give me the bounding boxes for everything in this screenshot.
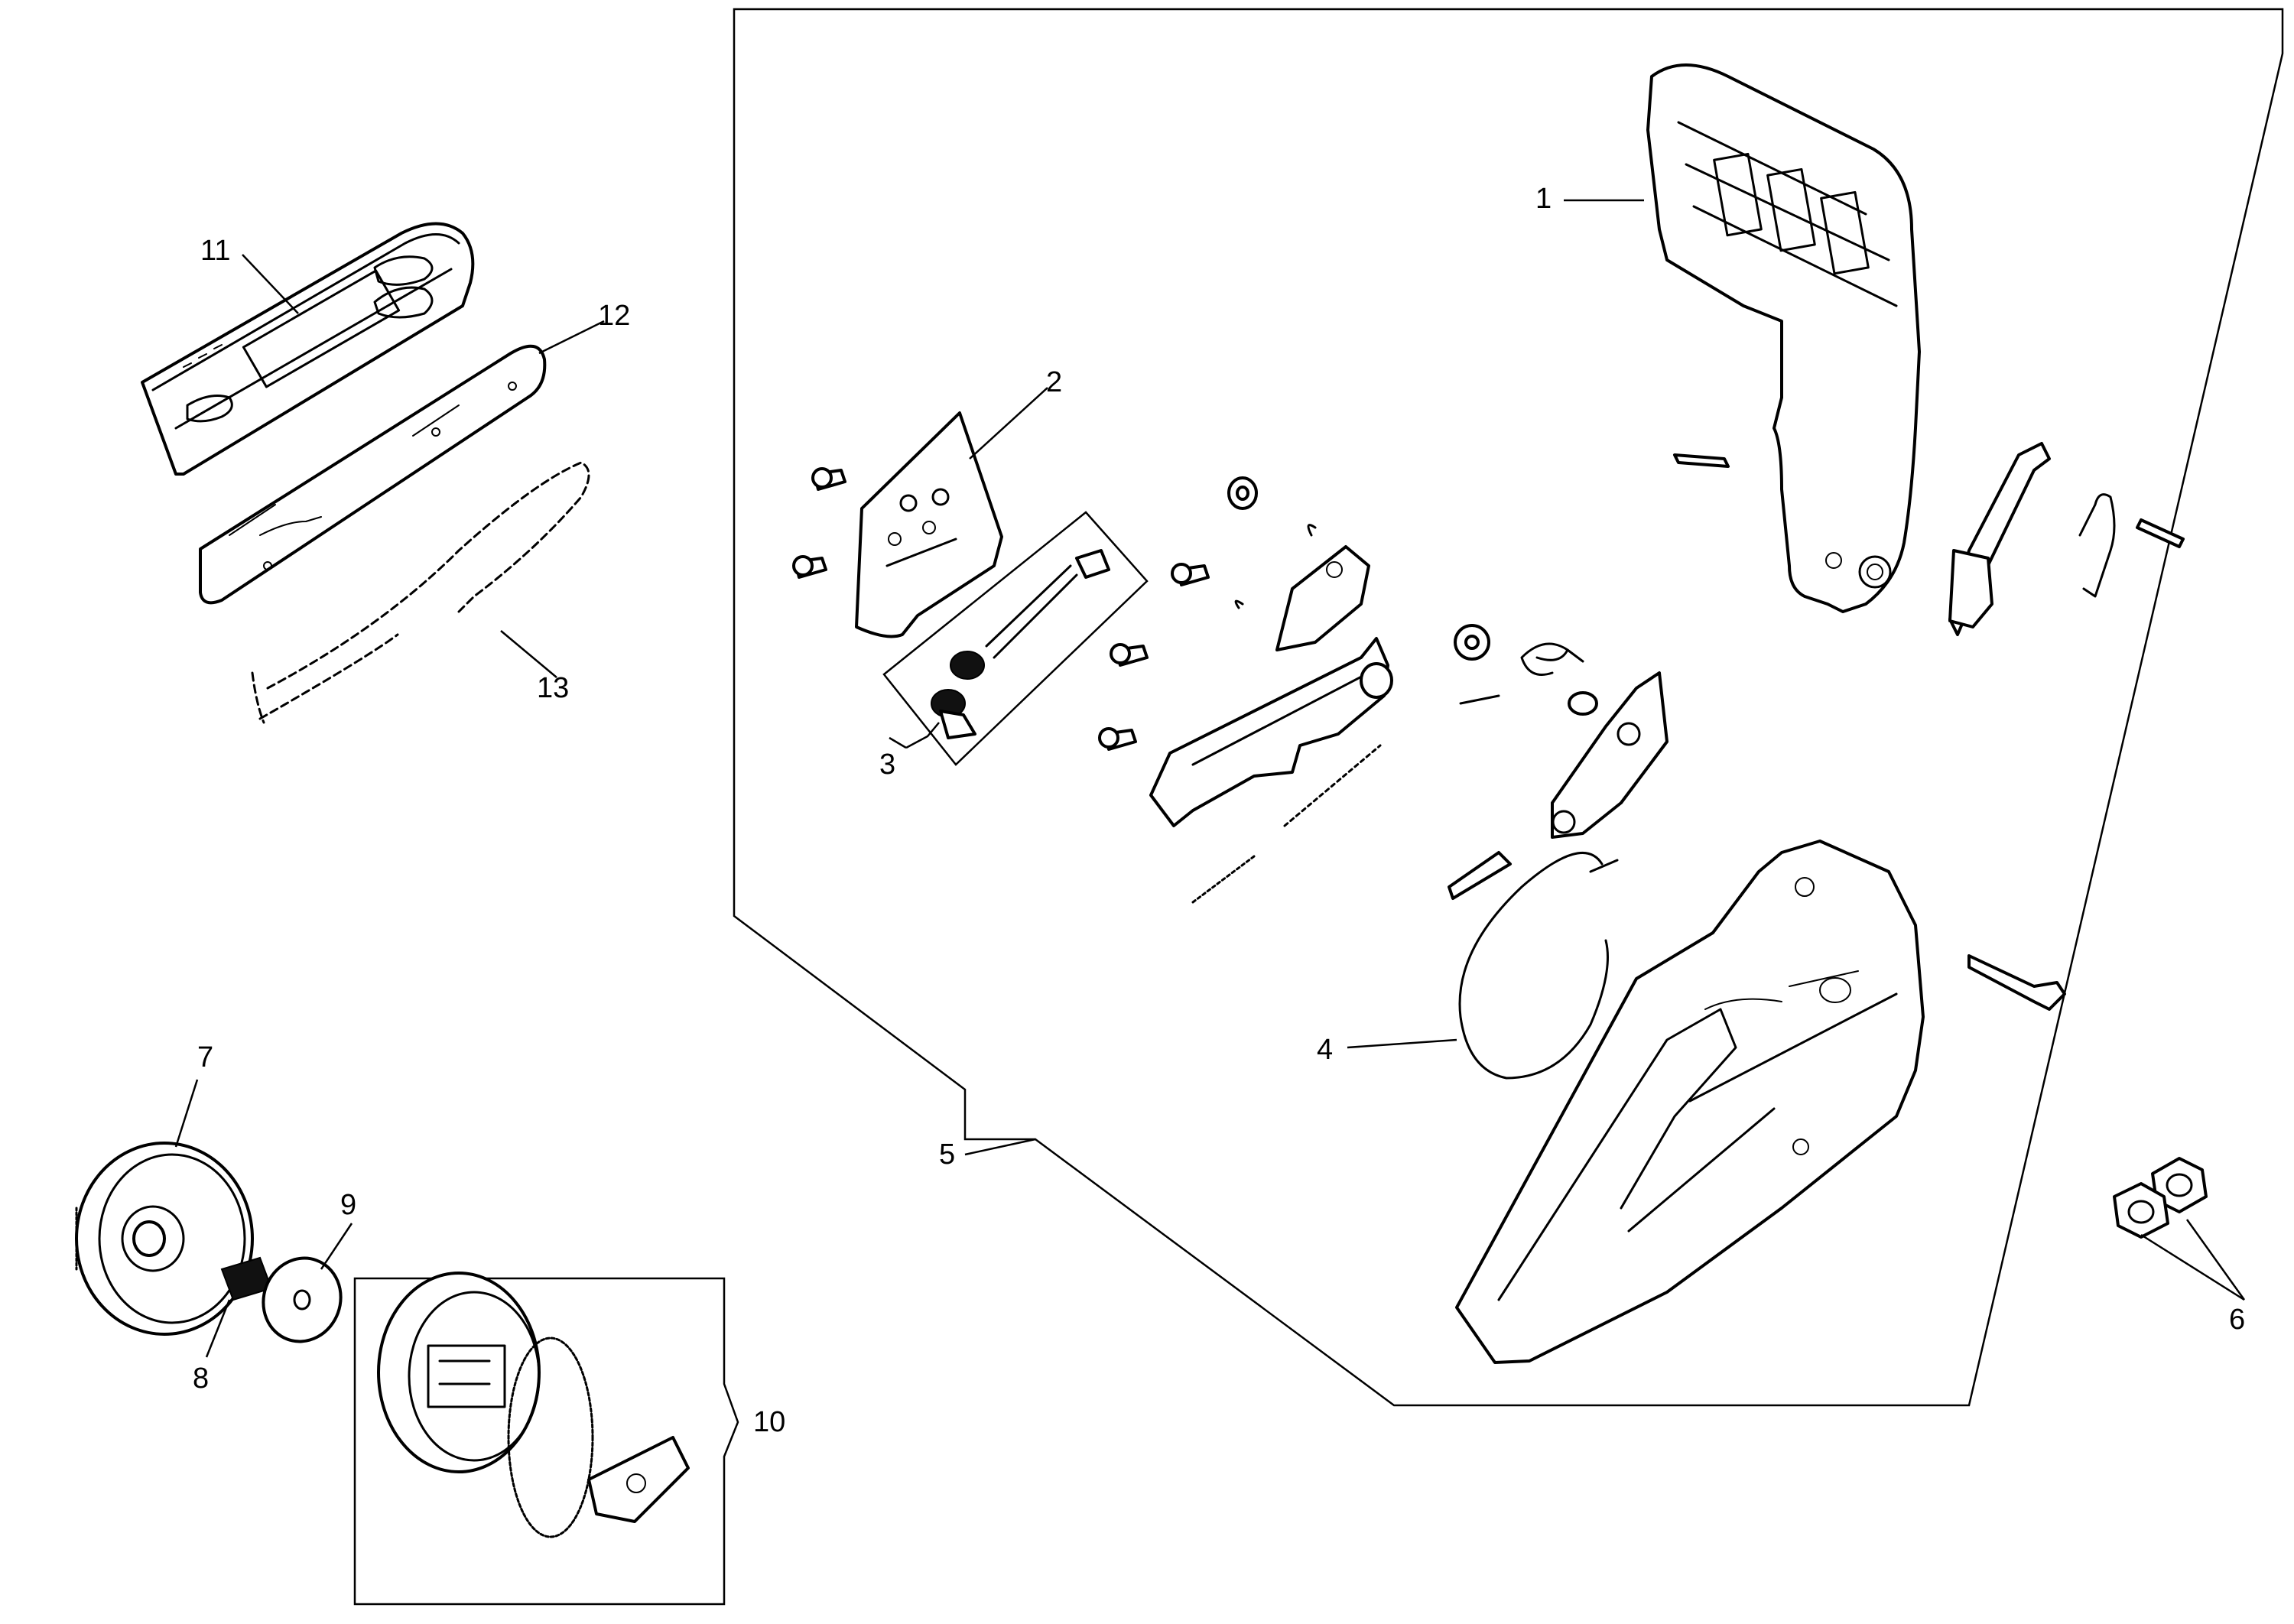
- callout-1: 1: [1535, 183, 1552, 215]
- callout-12: 12: [598, 300, 630, 332]
- latch-parts: [1673, 442, 2185, 636]
- brake-lever: [1551, 671, 1669, 839]
- part-13-saw-chain: [251, 461, 590, 724]
- part-6-nuts: [2113, 1157, 2208, 1239]
- springs: [1191, 744, 1382, 904]
- part-1-handle-guard: [1646, 63, 1921, 613]
- callout-8: 8: [193, 1363, 209, 1395]
- callout-4: 4: [1317, 1034, 1333, 1066]
- long-pin: [1967, 954, 2066, 1011]
- callout-13: 13: [537, 672, 569, 704]
- part-3-drive-shaft: [931, 549, 1110, 739]
- callout-2: 2: [1046, 366, 1062, 398]
- part-5-clutch-cover: [1455, 840, 1925, 1364]
- part-10-clutch: [377, 1272, 690, 1538]
- part-4-brake-band: [1448, 851, 1619, 1080]
- callout-5: 5: [939, 1138, 955, 1171]
- tensioner-parts: [1098, 476, 1370, 751]
- callout-6: 6: [2229, 1304, 2245, 1336]
- washer-spring: [1454, 624, 1598, 716]
- part-7-clutch-drum: [75, 1142, 254, 1336]
- assembly-10-box: [353, 1277, 739, 1606]
- assembly-5-boundary: [733, 8, 2284, 1407]
- callout-3: 3: [879, 749, 895, 781]
- callout-10: 10: [753, 1406, 785, 1438]
- part-2-guard-plate: [855, 411, 1003, 638]
- callout-11: 11: [200, 235, 230, 267]
- subassembly-3-box: [882, 511, 1149, 766]
- callout-7: 7: [197, 1041, 213, 1073]
- chain-adjuster-rail: [1149, 637, 1393, 827]
- part-12-guide-bar: [199, 344, 547, 605]
- part-9-washer: [262, 1256, 343, 1343]
- screw-set-2: [792, 467, 846, 579]
- leader-lines: [174, 199, 2246, 1358]
- part-11-bar-cover: [141, 222, 475, 476]
- callout-9: 9: [340, 1189, 356, 1221]
